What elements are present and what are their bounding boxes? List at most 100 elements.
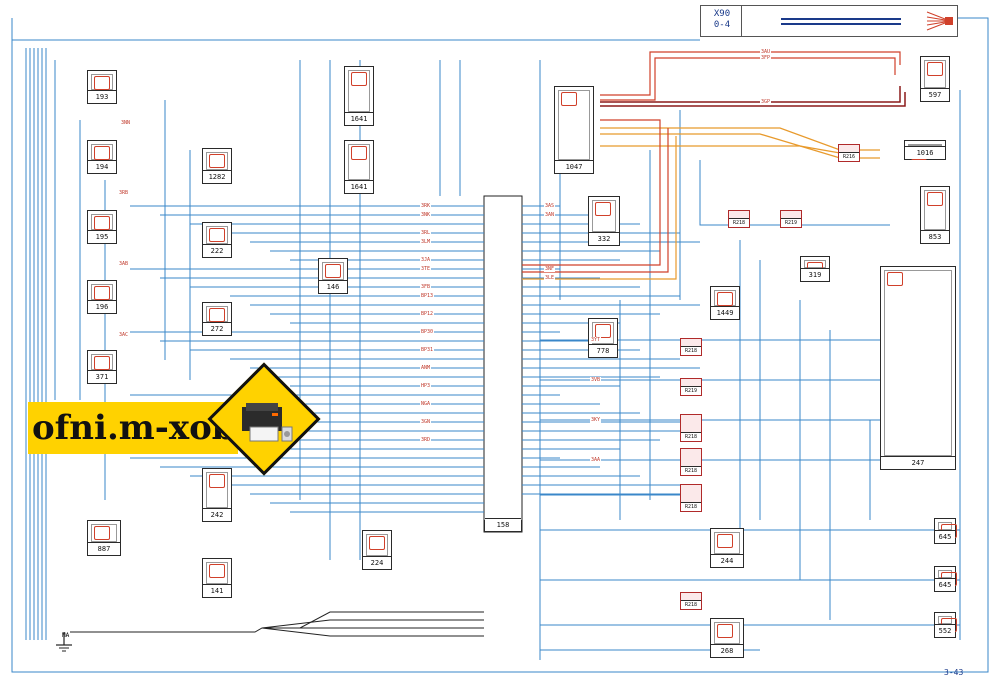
component-552: 552 [934,612,957,638]
wire-label: 3AC [118,332,130,338]
component-597: 597 [920,56,950,102]
component-label: 332 [589,232,619,245]
component-body [206,152,228,170]
connector-label: R218 [681,466,701,475]
wire-label: 3RD [420,437,432,443]
component-body [322,262,344,280]
component-body [714,622,740,644]
wire-label: 3LE [544,275,556,281]
component-label: 1641 [345,112,373,125]
component-symbol [595,202,611,216]
wire-path [600,127,880,151]
connector-R216: R216 [838,144,860,162]
component-224: 224 [362,530,392,570]
connector-label: R216 [839,152,859,161]
wire-label: BP31 [420,347,435,353]
wire-label: 3GN [420,419,432,425]
wire-label: 3VB [590,377,602,383]
wire-label: 3LM [420,239,432,245]
component-body [908,144,942,146]
component-label: 371 [88,370,116,383]
component-196: 196 [87,280,117,314]
page-number: 3-43 [944,668,964,677]
connector-label: R219 [681,386,701,395]
wire-path [600,86,901,103]
wire-label: ANM [420,365,432,371]
component-label: 244 [711,554,743,567]
connector-R218: R218 [680,414,702,442]
component-body [938,616,952,624]
component-symbol [717,534,733,548]
wire-label: 3NN [120,120,132,126]
component-label: 196 [88,300,116,313]
component-1641: 1641 [344,140,374,194]
component-853: 853 [920,186,950,244]
wire-label: 3AB [118,261,130,267]
component-symbol [595,324,611,338]
component-label: 224 [363,556,391,569]
component-label: 1047 [555,160,593,173]
connector-label: R218 [681,600,701,609]
component-332: 332 [588,196,620,246]
component-symbol [351,72,367,86]
component-1016: 1016 [904,140,946,160]
wire-label: BP12 [420,311,435,317]
component-body [938,570,952,578]
connector-legend-icon [926,11,953,31]
component-symbol [94,146,110,160]
wire-path [261,619,484,629]
component-symbol [209,474,225,488]
title-text-mark [781,18,901,25]
wire-label: 3KY [590,417,602,423]
component-symbol [717,292,733,306]
watermark-text: ofni.m-xob [32,408,236,448]
component-222: 222 [202,222,232,258]
component-244: 244 [710,528,744,568]
component-319: 319 [800,256,830,282]
component-1449: 1449 [710,286,740,320]
wire-label: 3RL [420,230,432,236]
component-body [91,524,117,542]
wire-path [600,57,896,101]
component-242: 242 [202,468,232,522]
connector-label: R218 [729,218,749,227]
title-divider [741,6,742,36]
title-block: X90 0-4 [700,5,958,37]
wire-label: BP30 [420,329,435,335]
component-1047: 1047 [554,86,594,174]
connector-R218: R218 [680,592,702,610]
component-symbol [94,356,110,370]
component-body [366,534,388,556]
component-symbol [94,286,110,300]
component-symbol [369,536,385,550]
wire-path [600,92,906,107]
component-body [206,472,228,508]
component-label: 319 [801,268,829,281]
wire-label: 3AU [760,49,772,55]
wire-path [261,627,484,637]
component-label: 195 [88,230,116,243]
wire-label: 3YT [590,337,602,343]
connector-R218: R218 [680,448,702,476]
component-symbol [927,62,943,76]
component-body [938,522,952,530]
component-label: 193 [88,90,116,103]
component-body [592,200,616,232]
connector-label: R218 [681,432,701,441]
component-symbol [209,564,225,578]
connector-R219: R219 [680,378,702,396]
component-146: 146 [318,258,348,294]
connector-R218: R218 [680,484,702,512]
component-645: 645 [934,566,957,592]
wire-label: BP13 [420,293,435,299]
connector-label: R218 [681,502,701,511]
component-symbol [325,264,341,278]
wire-path [600,51,901,96]
title-code-line1: X90 [713,9,731,19]
wire-path [522,136,677,280]
component-symbol [209,308,225,322]
wire-path [70,611,484,633]
wire-label: 3JA [420,257,432,263]
